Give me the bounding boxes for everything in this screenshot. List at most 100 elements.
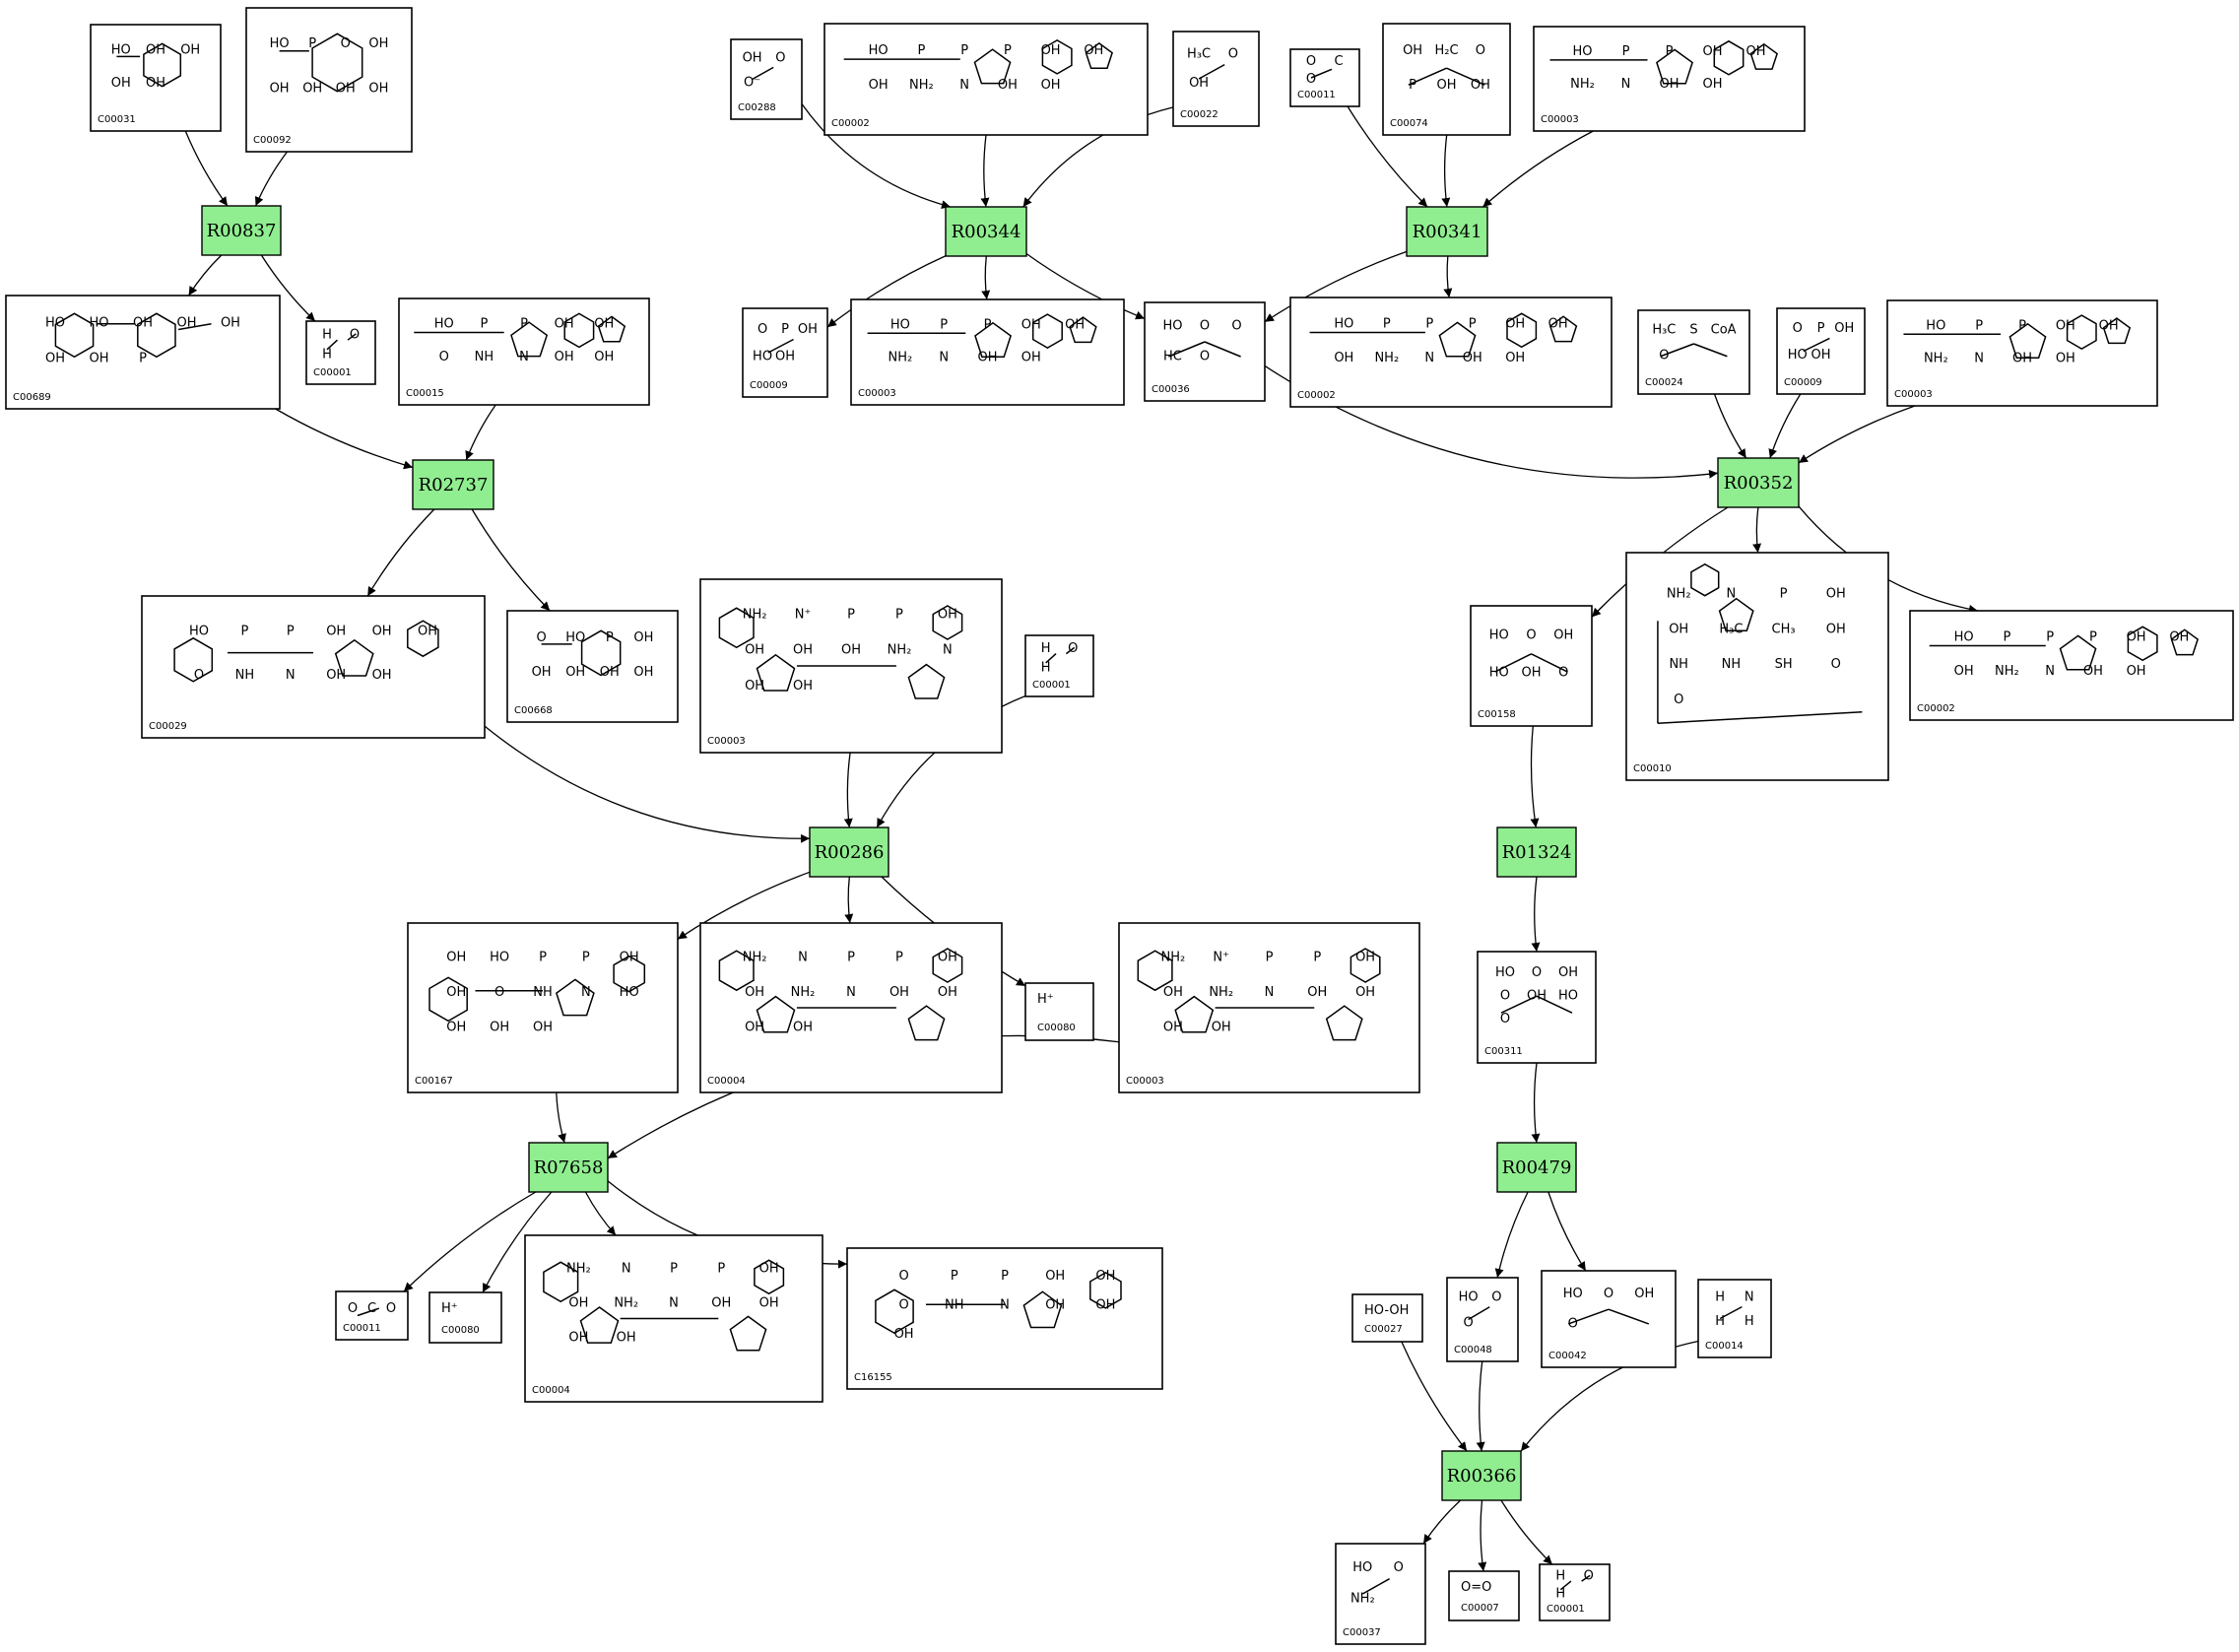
compound-box[interactable]	[245, 7, 413, 153]
compound-node[interactable]: H⁺C00080	[428, 1291, 502, 1344]
compound-box[interactable]	[1335, 1543, 1426, 1645]
compound-box[interactable]	[1144, 301, 1266, 402]
compound-box[interactable]	[305, 320, 376, 385]
compound-box[interactable]	[398, 297, 650, 406]
compound-box[interactable]	[335, 1290, 409, 1341]
compound-box[interactable]	[1024, 982, 1094, 1041]
compound-box[interactable]	[5, 295, 281, 410]
compound-box[interactable]	[141, 595, 486, 739]
compound-box[interactable]	[1776, 307, 1866, 395]
reaction-box[interactable]	[945, 206, 1027, 257]
compound-box[interactable]	[1533, 26, 1806, 132]
compound-box[interactable]	[1637, 309, 1750, 395]
compound-box[interactable]	[1446, 1277, 1519, 1362]
compound-box[interactable]	[1289, 297, 1613, 408]
compound-box[interactable]	[1697, 1279, 1772, 1358]
compound-box[interactable]	[506, 610, 679, 723]
compound-id: C00003	[1126, 1076, 1164, 1087]
compound-box[interactable]	[1470, 605, 1593, 727]
compound-box[interactable]	[1448, 1570, 1520, 1621]
compound-node[interactable]: H⁺C00080	[1024, 982, 1094, 1041]
compound-box[interactable]	[90, 24, 222, 132]
compound-box[interactable]	[846, 1247, 1163, 1390]
compound-box[interactable]	[1289, 48, 1360, 107]
reaction-node[interactable]: R00366	[1441, 1450, 1522, 1501]
compound-box[interactable]	[428, 1291, 502, 1344]
reaction-box[interactable]	[1441, 1450, 1522, 1501]
compound-box[interactable]	[1909, 610, 2234, 721]
reaction-box[interactable]	[412, 459, 494, 510]
reaction-node[interactable]: R02737	[412, 459, 494, 510]
compound-box[interactable]	[1351, 1293, 1423, 1343]
reaction-box[interactable]	[528, 1142, 609, 1193]
reaction-node[interactable]: R01324	[1496, 826, 1577, 878]
reaction-node[interactable]: R00352	[1717, 457, 1800, 508]
reaction-box[interactable]	[201, 205, 282, 256]
compound-box[interactable]	[730, 38, 803, 120]
reaction-node[interactable]: R00479	[1496, 1142, 1577, 1193]
compound-box[interactable]	[823, 23, 1149, 136]
compound-box[interactable]	[407, 922, 679, 1093]
compound-box[interactable]	[1477, 951, 1597, 1064]
atom-label: H	[1745, 1314, 1754, 1329]
reaction-node[interactable]: R00344	[945, 206, 1027, 257]
reaction-node[interactable]: R00286	[809, 826, 889, 878]
compound-box[interactable]	[1024, 634, 1094, 697]
compound-box[interactable]	[1539, 1563, 1611, 1621]
compound-box[interactable]	[1172, 31, 1260, 127]
reaction-box[interactable]	[1496, 1142, 1577, 1193]
reaction-box[interactable]	[809, 826, 889, 878]
reaction-box[interactable]	[1717, 457, 1800, 508]
reaction-node[interactable]: R00837	[201, 205, 282, 256]
reaction-node[interactable]: R07658	[528, 1142, 609, 1193]
reaction-box[interactable]	[1406, 206, 1488, 257]
compound-box[interactable]	[850, 298, 1125, 406]
reaction-node[interactable]: R00341	[1406, 206, 1488, 257]
compound-box[interactable]	[1625, 552, 1889, 781]
compound-box[interactable]	[1541, 1270, 1677, 1368]
compound-box[interactable]	[1382, 23, 1511, 136]
compound-box[interactable]	[1886, 299, 2158, 407]
reaction-box[interactable]	[1496, 826, 1577, 878]
compound-box[interactable]	[742, 307, 828, 398]
